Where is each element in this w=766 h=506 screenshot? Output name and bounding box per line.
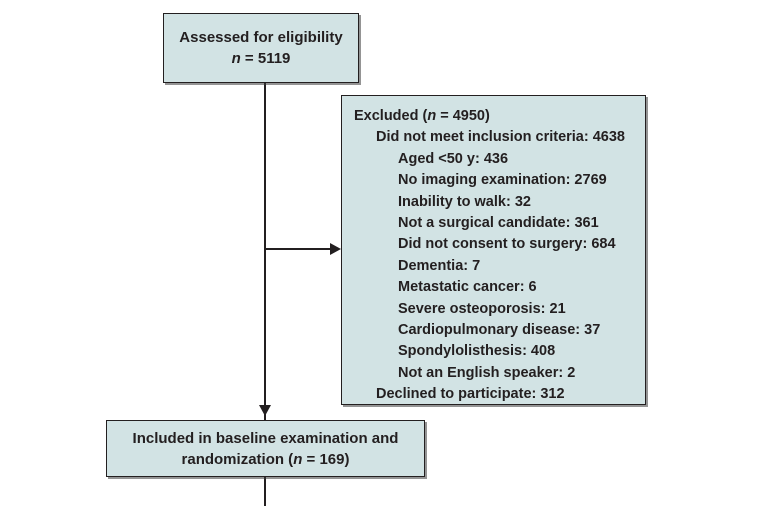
excluded-item: Aged <50 y: 436 bbox=[398, 150, 509, 167]
assessed-line-1: Assessed for eligibility bbox=[179, 29, 343, 46]
excluded-box: Excluded (n = 4950) Did not meet inclusi… bbox=[341, 95, 646, 405]
excluded-item: Not a surgical candidate: 361 bbox=[398, 215, 599, 232]
assessed-for-eligibility-box: Assessed for eligibility n = 5119 bbox=[163, 13, 359, 83]
arrowhead-into-excluded-box bbox=[330, 243, 341, 255]
excluded-item: Not an English speaker: 2 bbox=[398, 364, 576, 381]
excluded-item: Cardiopulmonary disease: 37 bbox=[398, 322, 601, 339]
connector-vertical-bottom-stub bbox=[264, 477, 266, 506]
excluded-item: Did not meet inclusion criteria: 4638 bbox=[376, 129, 625, 146]
included-line-1: Included in baseline examination and bbox=[132, 429, 399, 447]
excluded-item: Severe osteoporosis: 21 bbox=[398, 300, 566, 317]
connector-horizontal-excluded bbox=[265, 248, 331, 250]
excluded-item: Declined to participate: 312 bbox=[376, 386, 565, 403]
included-line-2: randomization (n = 169) bbox=[181, 450, 350, 468]
arrowhead-into-included-box bbox=[259, 405, 271, 416]
assessed-line-2: n = 5119 bbox=[231, 50, 291, 67]
excluded-item: Excluded (n = 4950) bbox=[354, 108, 490, 124]
connector-vertical-main bbox=[264, 83, 266, 420]
excluded-item: Did not consent to surgery: 684 bbox=[398, 236, 616, 253]
excluded-item: Spondylolisthesis: 408 bbox=[398, 343, 556, 360]
excluded-item: Dementia: 7 bbox=[398, 257, 481, 274]
excluded-item: No imaging examination: 2769 bbox=[398, 172, 607, 189]
excluded-item: Metastatic cancer: 6 bbox=[398, 279, 537, 296]
excluded-item: Inability to walk: 32 bbox=[398, 193, 531, 210]
included-in-baseline-box: Included in baseline examination and ran… bbox=[106, 420, 425, 477]
